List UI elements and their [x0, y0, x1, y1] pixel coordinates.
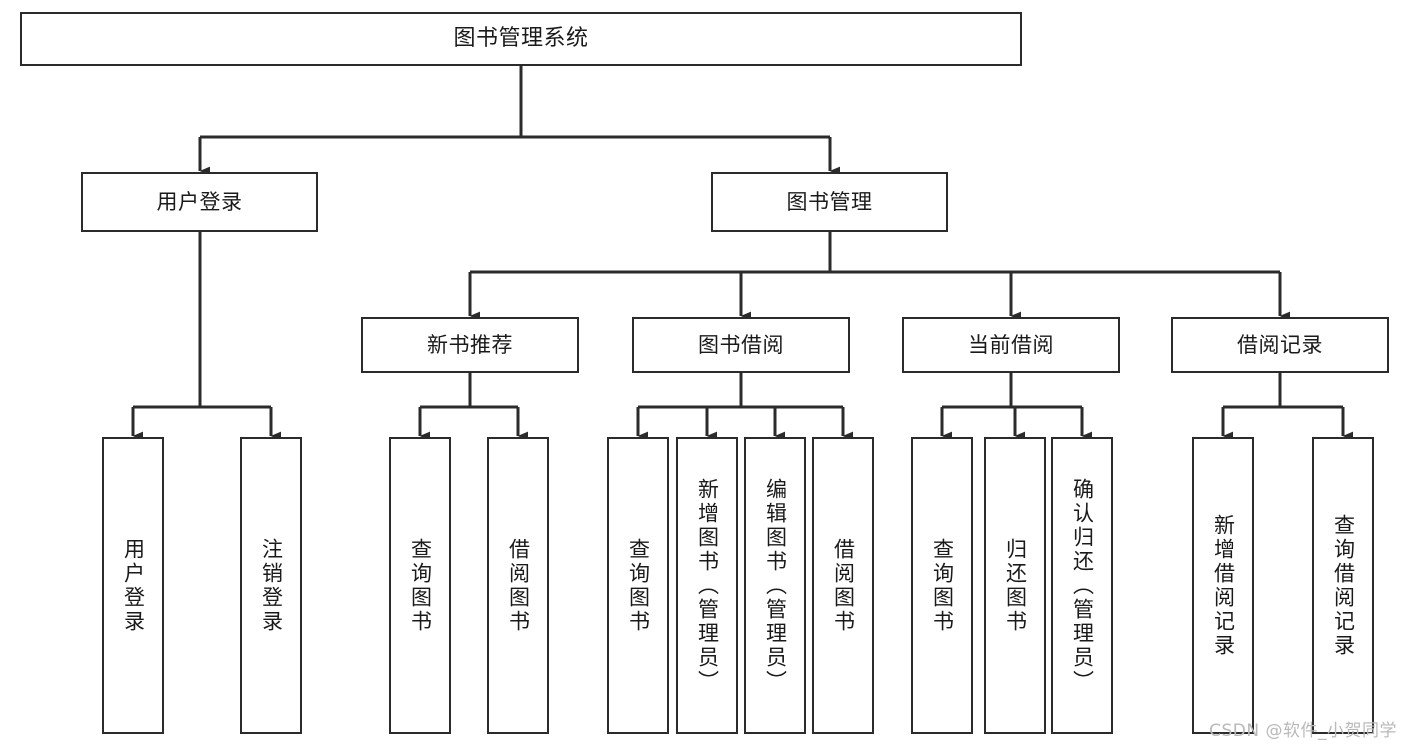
node-label: 归还图书	[1003, 537, 1028, 634]
node-label: 确认归还（管理员）	[1070, 477, 1095, 694]
node-leaf-edit-book-admin[interactable]: 编辑图书（管理员）	[744, 437, 806, 734]
node-leaf-return-book[interactable]: 归还图书	[984, 437, 1046, 734]
node-leaf-user-login[interactable]: 用户登录	[102, 437, 164, 734]
node-label: 新书推荐	[427, 332, 513, 357]
node-user-login[interactable]: 用户登录	[81, 172, 318, 232]
node-label: 借阅图书	[831, 537, 856, 634]
node-label: 查询图书	[408, 537, 433, 634]
node-label: 注销登录	[259, 537, 284, 634]
node-label: 借阅图书	[506, 537, 531, 634]
node-label: 新增借阅记录	[1211, 513, 1236, 658]
node-book-borrow[interactable]: 图书借阅	[632, 317, 850, 373]
node-leaf-query-book-cur[interactable]: 查询图书	[911, 437, 973, 734]
node-leaf-query-book[interactable]: 查询图书	[607, 437, 669, 734]
node-label: 借阅记录	[1237, 332, 1323, 357]
node-leaf-query-borrow-record[interactable]: 查询借阅记录	[1312, 437, 1374, 734]
node-label: 用户登录	[156, 189, 243, 214]
node-label: 查询图书	[930, 537, 955, 634]
node-label: 用户登录	[121, 537, 146, 634]
node-label: 查询图书	[626, 537, 651, 634]
node-label: 当前借阅	[968, 332, 1054, 357]
node-leaf-query-book-new[interactable]: 查询图书	[389, 437, 451, 734]
node-label: 图书借阅	[698, 332, 784, 357]
node-current-borrow[interactable]: 当前借阅	[902, 317, 1120, 373]
node-root[interactable]: 图书管理系统	[20, 12, 1022, 66]
node-borrow-records[interactable]: 借阅记录	[1171, 317, 1389, 373]
watermark-text: CSDN @软件_小贺同学	[1209, 721, 1397, 741]
node-label: 新增图书（管理员）	[695, 477, 720, 694]
node-label: 编辑图书（管理员）	[763, 477, 788, 694]
node-leaf-user-logout[interactable]: 注销登录	[240, 437, 302, 734]
node-leaf-add-book-admin[interactable]: 新增图书（管理员）	[676, 437, 738, 734]
node-leaf-borrow-book[interactable]: 借阅图书	[812, 437, 874, 734]
node-new-book-recommend[interactable]: 新书推荐	[361, 317, 579, 373]
node-leaf-borrow-book-new[interactable]: 借阅图书	[487, 437, 549, 734]
node-book-management[interactable]: 图书管理	[711, 172, 948, 232]
node-label: 查询借阅记录	[1331, 513, 1356, 658]
node-label: 图书管理	[786, 189, 873, 214]
node-label: 图书管理系统	[453, 26, 589, 52]
node-leaf-add-borrow-record[interactable]: 新增借阅记录	[1192, 437, 1254, 734]
node-leaf-confirm-return-admin[interactable]: 确认归还（管理员）	[1051, 437, 1113, 734]
